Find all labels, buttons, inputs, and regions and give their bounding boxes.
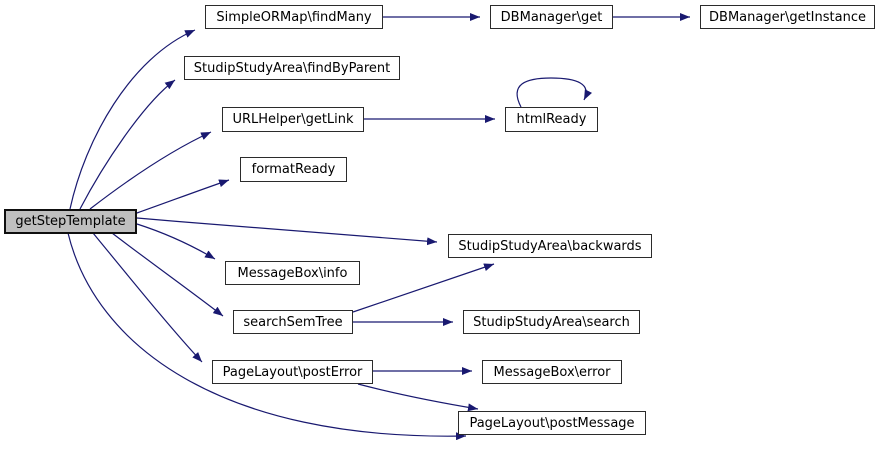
node-pagelayout-posterror[interactable]: PageLayout\postError <box>212 360 373 384</box>
node-searchsemtree[interactable]: searchSemTree <box>233 310 353 334</box>
edge-getsteptemplate-searchsemtree <box>111 232 224 317</box>
node-studipstudyarea-backwards[interactable]: StudipStudyArea\backwards <box>448 234 652 258</box>
edge-getsteptemplate-formatready <box>136 179 230 214</box>
node-dbmanager-getinstance[interactable]: DBManager\getInstance <box>700 5 875 29</box>
node-pagelayout-postmessage[interactable]: PageLayout\postMessage <box>458 411 646 435</box>
edge-getsteptemplate-posterror <box>92 232 203 363</box>
edge-getsteptemplate-info <box>136 223 216 260</box>
node-formatready[interactable]: formatReady <box>240 157 347 182</box>
node-studipstudyarea-findbyparent[interactable]: StudipStudyArea\findByParent <box>184 56 400 80</box>
edge-searchsemtree-backwards <box>352 263 495 313</box>
edge-htmlready-selfloop <box>516 77 593 108</box>
edge-getsteptemplate-findbyparent <box>79 79 176 210</box>
edge-getsteptemplate-getlink <box>89 131 212 210</box>
node-studipstudyarea-search[interactable]: StudipStudyArea\search <box>463 310 640 334</box>
node-getsteptemplate: getStepTemplate <box>4 209 137 234</box>
node-simpleormap-findmany[interactable]: SimpleORMap\findMany <box>205 5 383 29</box>
edge-posterror-postmessage <box>357 383 479 412</box>
node-dbmanager-get[interactable]: DBManager\get <box>490 5 613 29</box>
node-urlhelper-getlink[interactable]: URLHelper\getLink <box>222 107 364 132</box>
node-messagebox-info[interactable]: MessageBox\info <box>225 261 360 285</box>
node-htmlready[interactable]: htmlReady <box>505 107 598 132</box>
edge-getsteptemplate-findmany <box>69 29 196 210</box>
node-messagebox-error[interactable]: MessageBox\error <box>482 360 622 384</box>
edge-getsteptemplate-postmessage <box>67 232 467 441</box>
edge-getsteptemplate-backwards <box>136 217 438 246</box>
